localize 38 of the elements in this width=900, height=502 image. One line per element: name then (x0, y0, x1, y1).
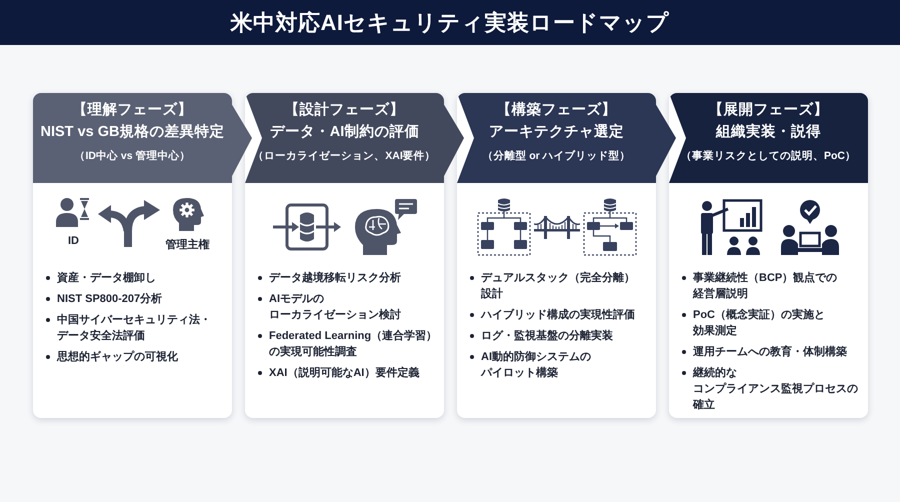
bullet-item: Federated Learning（連合学習）の実現可能性調査 (258, 328, 439, 360)
phase-title: データ・AI制約の評価 (270, 122, 420, 142)
bullet-item: ハイブリッド構成の実現性評価 (470, 307, 651, 323)
chevron-arrow (655, 103, 676, 178)
bullet-item: PoC（概念実証）の実施と効果測定 (682, 307, 863, 339)
phase-title: NIST vs GB規格の差異特定 (40, 122, 224, 142)
icon-label: 管理主権 (166, 238, 210, 252)
phase-label: 【設計フェーズ】 (284, 100, 404, 120)
bullet-item: AIモデルのローカライゼーション検討 (258, 291, 439, 323)
phase-card (245, 93, 444, 418)
phase-subtitle: （ID中心 vs 管理中心） (74, 148, 190, 164)
chevron-arrow (231, 103, 252, 178)
bullet-item: XAI（説明可能なAI）要件定義 (258, 365, 439, 381)
bullet-item: ログ・監視基盤の分離実装 (470, 328, 651, 344)
bullet-item: 思想的ギャップの可視化 (46, 349, 227, 365)
phase-label: 【構築フェーズ】 (496, 100, 616, 120)
bullet-item: 資産・データ棚卸し (46, 270, 227, 286)
chevron-arrow (443, 103, 464, 178)
phase-label: 【展開フェーズ】 (708, 100, 828, 120)
phase-card (669, 93, 868, 418)
phase-subtitle: （分離型 or ハイブリッド型） (482, 149, 631, 164)
phase-title: 組織実装・説得 (716, 122, 821, 142)
bullet-item: AI動的防御システムのパイロット構築 (470, 349, 651, 381)
bullet-item: NIST SP800-207分析 (46, 291, 227, 307)
bullet-item: 中国サイバーセキュリティ法・データ安全法評価 (46, 312, 227, 344)
icon-label: ID (68, 234, 79, 248)
phase-card (33, 93, 232, 418)
bullet-item: デュアルスタック（完全分離）設計 (470, 270, 651, 302)
phase-title: アーキテクチャ選定 (489, 122, 624, 142)
bullet-item: 継続的なコンプライアンス監視プロセスの確立 (682, 365, 863, 413)
diagram-title: 米中対応AIセキュリティ実装ロードマップ (230, 8, 670, 36)
bullet-item: データ越境移転リスク分析 (258, 270, 439, 286)
phase-label: 【理解フェーズ】 (72, 100, 192, 120)
bullet-item: 運用チームへの教育・体制構築 (682, 344, 863, 360)
bullet-item: 事業継続性（BCP）観点での経営層説明 (682, 270, 863, 302)
phase-card (457, 93, 656, 418)
phase-subtitle: （事業リスクとしての説明、PoC） (681, 149, 856, 164)
phase-subtitle: （ローカライゼーション、XAI要件） (253, 149, 436, 164)
